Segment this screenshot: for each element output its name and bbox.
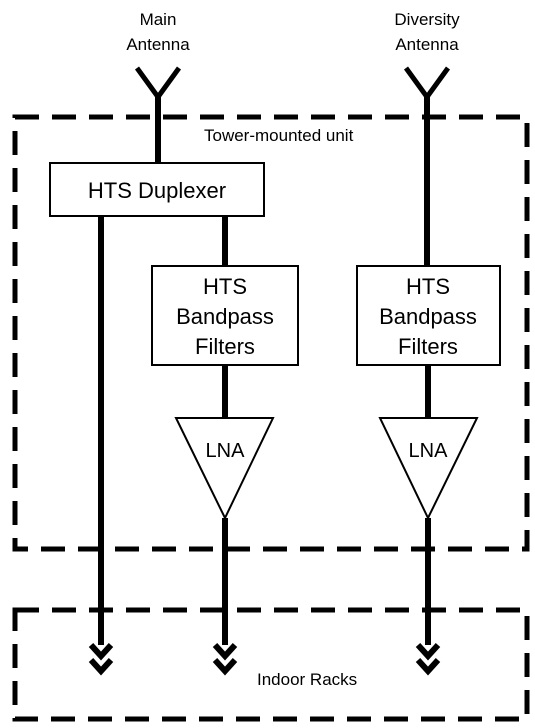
duplexer-label: HTS Duplexer [88,178,226,203]
tower-unit-label: Tower-mounted unit [204,126,354,145]
main-rx-arrow-icon [212,642,238,676]
indoor-racks-boundary [12,607,530,722]
tower-unit-boundary [12,114,530,552]
main-antenna-label-line1: Main [140,10,177,29]
diversity-filter-label-line2: Bandpass [379,304,477,329]
diversity-antenna-icon [403,66,451,102]
diversity-rx-arrow-icon [415,642,441,676]
tx-arrow-icon [88,642,114,676]
diversity-antenna-label-line2: Antenna [395,35,459,54]
main-lna-triangle [174,417,275,521]
duplexer-box [49,162,265,217]
main-filter-box [151,265,299,366]
indoor-racks-label: Indoor Racks [257,670,357,689]
diversity-lna-label: LNA [409,440,449,462]
main-filter-label-line1: HTS [203,274,247,299]
main-antenna-icon [134,66,182,102]
main-antenna-label-line2: Antenna [126,35,190,54]
diversity-filter-label-line1: HTS [406,274,450,299]
diversity-filter-label-line3: Filters [398,334,458,359]
main-filter-label-line3: Filters [195,334,255,359]
diversity-lna-triangle [378,417,479,521]
main-lna-label: LNA [206,440,246,462]
diversity-antenna-label-line1: Diversity [394,10,460,29]
main-filter-label-line2: Bandpass [176,304,274,329]
